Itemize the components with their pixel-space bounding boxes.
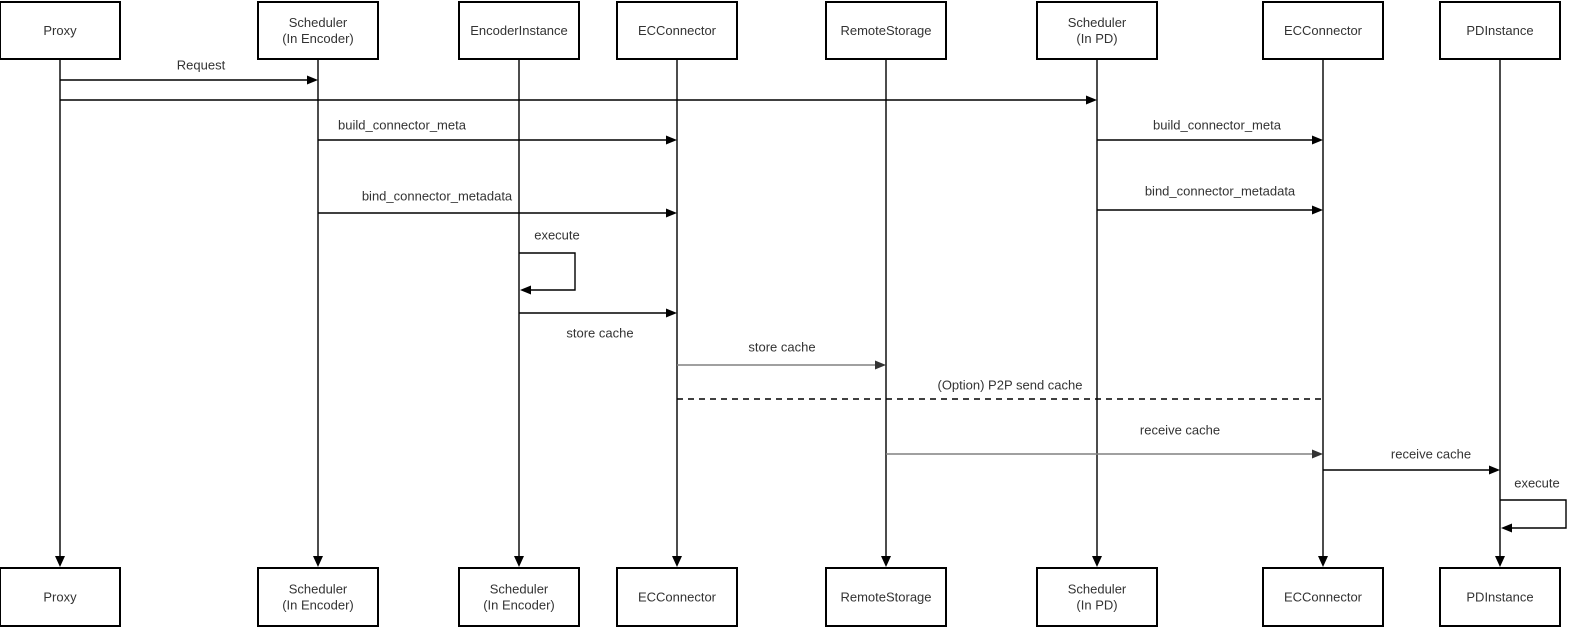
lifeline-arrowhead-pd-instance: [1495, 556, 1505, 567]
message-label-build-connector-meta-pd: build_connector_meta: [1153, 118, 1282, 133]
actor-label: ECConnector: [1284, 590, 1363, 605]
actor-bottom-box-pd-instance: [1439, 567, 1561, 627]
message-arrowhead-receive-cache-pd: [1489, 465, 1500, 475]
lifeline-arrowhead-scheduler-in-encoder: [313, 556, 323, 567]
actor-label: Proxy: [43, 23, 77, 38]
actor-label-line: Scheduler: [1068, 15, 1127, 30]
message-label-bind-connector-metadata-pd: bind_connector_metadata: [1145, 184, 1296, 199]
actor-label: Scheduler(In Encoder): [282, 582, 354, 613]
message-arrowhead-proxy-to-scheduler-pd: [1086, 95, 1097, 105]
actor-label-line: Proxy: [43, 23, 77, 38]
actor-label-line: PDInstance: [1466, 590, 1533, 605]
message-arrowhead-request: [307, 75, 318, 85]
lifeline-arrowhead-scheduler-in-pd: [1092, 556, 1102, 567]
message-label-store-cache-encoder: store cache: [566, 326, 633, 341]
actor-label: PDInstance: [1466, 590, 1533, 605]
message-arrowhead-store-cache-encoder: [666, 308, 677, 318]
actor-top-box-scheduler-in-pd: [1036, 1, 1158, 60]
actor-label-line: (In Encoder): [282, 31, 354, 46]
message-label-bind-connector-metadata-encoder: bind_connector_metadata: [362, 189, 513, 204]
lifeline-arrowhead-ec-connector-pd: [1318, 556, 1328, 567]
actor-label-line: EncoderInstance: [470, 23, 568, 38]
actor-label-line: (In Encoder): [483, 598, 555, 613]
actor-top-box-scheduler-in-encoder: [257, 1, 379, 60]
actor-label-line: ECConnector: [1284, 590, 1363, 605]
self-loop-label-execute-encoder: execute: [534, 228, 580, 243]
actor-label-line: ECConnector: [1284, 23, 1363, 38]
message-label-build-connector-meta-encoder: build_connector_meta: [338, 118, 467, 133]
self-loop-execute-encoder: [519, 252, 576, 291]
actor-label: RemoteStorage: [840, 590, 931, 605]
actor-bottom-box-ec-connector-encoder: [616, 567, 738, 627]
actor-label: EncoderInstance: [470, 23, 568, 38]
actor-label-line: (In PD): [1076, 598, 1117, 613]
lifeline-arrowhead-encoder-instance: [514, 556, 524, 567]
actor-label-line: (In Encoder): [282, 598, 354, 613]
message-label-store-cache-remote: store cache: [748, 340, 815, 355]
actor-top-box-ec-connector-encoder: [616, 1, 738, 60]
actor-label: Scheduler(In Encoder): [483, 582, 555, 613]
actor-label-line: ECConnector: [638, 590, 717, 605]
actor-label-line: Scheduler: [1068, 582, 1127, 597]
actor-top-box-pd-instance: [1439, 1, 1561, 60]
message-arrowhead-receive-cache-ec: [1312, 449, 1323, 459]
lifeline-arrowhead-ec-connector-encoder: [672, 556, 682, 567]
actor-bottom-box-proxy: [0, 567, 121, 627]
message-label-request: Request: [177, 58, 226, 73]
actor-label: RemoteStorage: [840, 23, 931, 38]
actor-label-line: PDInstance: [1466, 23, 1533, 38]
self-loop-execute-pd: [1500, 499, 1567, 529]
actor-label-line: RemoteStorage: [840, 23, 931, 38]
actor-label-line: Scheduler: [490, 582, 549, 597]
actor-bottom-box-scheduler-in-pd: [1036, 567, 1158, 627]
actor-label-line: Scheduler: [289, 15, 348, 30]
actor-top-box-ec-connector-pd: [1262, 1, 1384, 60]
actor-bottom-box-ec-connector-pd: [1262, 567, 1384, 627]
actor-label: Scheduler(In PD): [1068, 582, 1127, 613]
actor-label-line: Proxy: [43, 590, 77, 605]
actor-bottom-box-remote-storage: [825, 567, 947, 627]
message-arrowhead-bind-connector-metadata-pd: [1312, 205, 1323, 215]
lifeline-arrowhead-proxy: [55, 556, 65, 567]
actor-bottom-box-scheduler-in-encoder: [257, 567, 379, 627]
message-label-receive-cache-ec: receive cache: [1140, 423, 1220, 438]
message-label-receive-cache-pd: receive cache: [1391, 447, 1471, 462]
actor-top-box-proxy: [0, 1, 121, 60]
self-loop-arrowhead-execute-pd: [1501, 523, 1512, 533]
message-arrowhead-build-connector-meta-encoder: [666, 135, 677, 145]
self-loop-label-execute-pd: execute: [1514, 476, 1560, 491]
actor-label-line: Scheduler: [289, 582, 348, 597]
message-label-p2p-send-cache: (Option) P2P send cache: [937, 378, 1082, 393]
actor-label: ECConnector: [1284, 23, 1363, 38]
actor-top-box-encoder-instance: [458, 1, 580, 60]
actor-label: Scheduler(In Encoder): [282, 15, 354, 46]
actor-bottom-box-encoder-instance: [458, 567, 580, 627]
message-arrowhead-bind-connector-metadata-encoder: [666, 208, 677, 218]
actor-label: PDInstance: [1466, 23, 1533, 38]
actor-label-line: ECConnector: [638, 23, 717, 38]
actor-label: Proxy: [43, 590, 77, 605]
message-arrowhead-store-cache-remote: [875, 360, 886, 370]
actor-label: ECConnector: [638, 23, 717, 38]
actor-label: Scheduler(In PD): [1068, 15, 1127, 46]
actor-top-box-remote-storage: [825, 1, 947, 60]
self-loop-arrowhead-execute-encoder: [520, 285, 531, 295]
message-arrowhead-build-connector-meta-pd: [1312, 135, 1323, 145]
actor-label-line: RemoteStorage: [840, 590, 931, 605]
actor-label: ECConnector: [638, 590, 717, 605]
actor-label-line: (In PD): [1076, 31, 1117, 46]
lifeline-arrowhead-remote-storage: [881, 556, 891, 567]
